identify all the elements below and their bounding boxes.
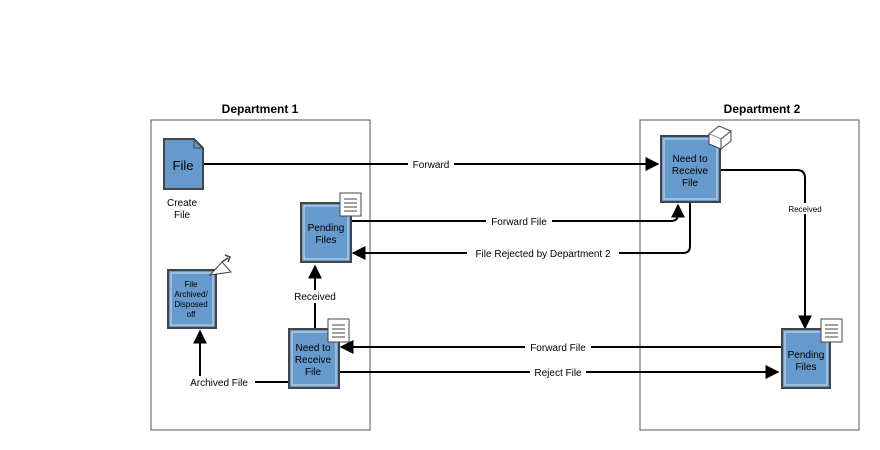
edge-label-forward-file-bottom: Forward File [530,343,586,354]
node-pending-d2-line-2: Files [795,362,816,373]
department-2-container: Department 2 [639,102,860,431]
node-need-d2-line-1: Need to [672,154,707,165]
node-need-d1-line-3: File [305,367,322,378]
node-pending-files-d1[interactable]: Pending Files [300,192,362,263]
edge-reject-file: Reject File [340,365,780,379]
node-pending-d1-line-2: Files [315,235,336,246]
edge-label-forward-file-top: Forward File [491,217,547,228]
node-need-to-receive-d1[interactable]: Need to Receive File [288,318,350,389]
edge-label-received-d2: Received [788,205,821,214]
node-need-to-receive-d2[interactable]: Need to Receive File [660,125,732,203]
node-file-caption-line-1: Create [167,198,197,209]
edge-forward-file-top: Forward File [351,203,685,228]
node-archived-line-3: Disposed [174,300,207,309]
edge-file-rejected: File Rejected by Department 2 [351,203,691,260]
edge-received-d2: Received [720,169,826,330]
list-document-icon [820,318,843,343]
edge-label-received-d1: Received [294,292,336,303]
edge-forward-file-bottom: Forward File [339,340,782,354]
department-2-title: Department 2 [724,102,801,116]
node-archived-line-4: off [187,310,197,319]
edge-label-reject-file: Reject File [534,368,582,379]
list-document-icon [327,318,350,343]
node-file-label: File [173,158,194,173]
list-document-icon [339,192,362,217]
edge-label-archived-file: Archived File [190,378,248,389]
node-file-caption-line-2: File [174,210,191,221]
department-1-title: Department 1 [222,102,299,116]
node-archived-line-1: File [185,280,198,289]
node-need-d2-line-3: File [682,178,699,189]
node-pending-d2-line-1: Pending [788,350,825,361]
node-file[interactable]: File Create File [163,138,204,221]
node-file-archived[interactable]: File Archived/ Disposed off [167,254,232,329]
edge-archived-file: Archived File [185,329,289,389]
node-archived-line-2: Archived/ [174,290,208,299]
node-pending-files-d2[interactable]: Pending Files [781,318,843,389]
house-icon [708,125,732,150]
edge-forward: Forward [203,157,660,171]
edge-label-file-rejected: File Rejected by Department 2 [475,249,611,260]
send-arrow-icon [208,254,232,276]
node-need-d1-line-1: Need to [295,343,330,354]
node-pending-d1-line-1: Pending [308,223,345,234]
edge-label-forward: Forward [413,160,450,171]
node-need-d1-line-2: Receive [295,355,332,366]
department-1-container: Department 1 [150,102,371,431]
edge-received-d1: Received [290,264,340,328]
node-need-d2-line-2: Receive [672,166,709,177]
